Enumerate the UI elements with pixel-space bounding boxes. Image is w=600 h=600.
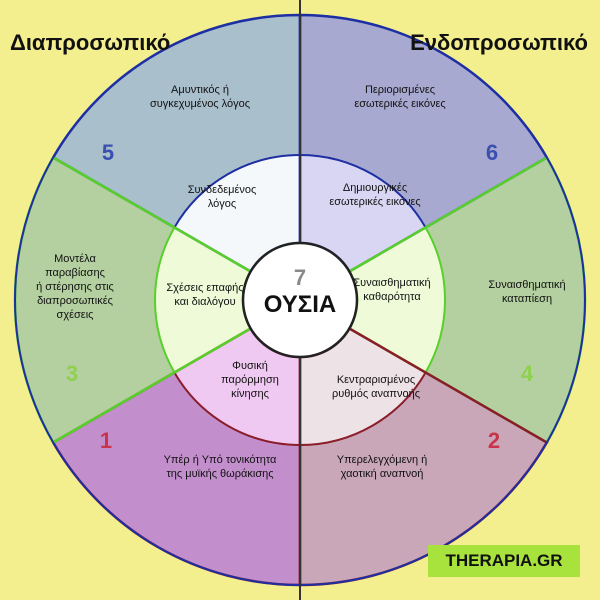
sector-number-5: 5 — [102, 140, 114, 165]
outer-label-5-line-1: Αμυντικός ή — [171, 84, 229, 96]
outer-sector-2 — [300, 372, 547, 585]
outer-label-2-line-1: Υπερελεγχόμενη ή — [337, 454, 428, 466]
outer-sector-5 — [53, 15, 301, 228]
outer-label-4-line-2: καταπίεση — [502, 293, 552, 305]
sector-number-2: 2 — [488, 428, 500, 453]
inner-label-4-line-1: Συναισθηματική — [353, 277, 430, 289]
outer-label-6-line-2: εσωτερικές εικόνες — [354, 98, 445, 110]
outer-label-1-line-1: Υπέρ ή Υπό τονικότητα — [164, 454, 277, 466]
inner-label-4-line-2: καθαρότητα — [363, 291, 421, 303]
inner-label-3-line-2: και διαλόγου — [174, 296, 235, 308]
inner-label-3-line-1: Σχέσεις επαφής — [166, 282, 243, 294]
inner-sector-5 — [174, 155, 300, 272]
outer-label-4-line-1: Συναισθηματική — [488, 279, 565, 291]
ring-divider-4 — [424, 227, 446, 373]
ring-divider-3 — [154, 227, 176, 373]
inner-label-5-line-1: Συνδεδεμένος — [188, 184, 257, 196]
outer-label-5-line-2: συγκεχυμένος λόγος — [150, 98, 250, 110]
inner-sector-4 — [349, 227, 445, 373]
inner-sector-3 — [155, 227, 251, 373]
inner-label-1-line-1: Φυσική — [232, 360, 268, 372]
outer-sector-1 — [53, 372, 301, 585]
ring-divider-1 — [173, 371, 301, 446]
header-intrapersonal: Ενδοπροσωπικό — [410, 30, 588, 55]
outer-sector-4 — [425, 157, 585, 443]
outer-label-2-line-2: χαοτική αναπνοή — [341, 468, 424, 480]
outer-label-3-line-5: σχέσεις — [57, 309, 94, 321]
inner-label-1-line-3: κίνησης — [231, 388, 269, 400]
outer-label-3-line-2: παραβίασης — [45, 267, 105, 279]
sector-number-1: 1 — [100, 428, 112, 453]
inner-label-5-line-2: λόγος — [208, 198, 236, 210]
outer-label-6-line-1: Περιορισμένες — [365, 84, 435, 96]
outer-sector-6 — [300, 15, 547, 228]
outer-label-3-line-3: ή στέρησης στις — [36, 281, 114, 293]
header-interpersonal: Διαπροσωπικό — [10, 30, 171, 55]
sector-number-6: 6 — [486, 140, 498, 165]
inner-label-2-line-1: Κεντραρισμένος — [337, 374, 415, 386]
inner-label-1-line-2: παρόρμηση — [221, 374, 279, 386]
center-circle — [241, 241, 359, 359]
brand-badge: THERAPIA.GR — [428, 545, 580, 577]
ring-divider-6 — [299, 154, 427, 229]
ring-divider-5 — [173, 154, 301, 229]
inner-label-6-line-1: Δημιουργικές — [343, 182, 407, 194]
ring-divider-2 — [299, 371, 427, 446]
sector-number-3: 3 — [66, 361, 78, 386]
inner-sector-6 — [300, 155, 426, 272]
outer-label-1-line-2: της μυϊκής θωράκισης — [166, 468, 273, 480]
inner-label-6-line-2: εσωτερικές εικόνες — [329, 196, 420, 208]
center-number: 7 — [294, 265, 306, 290]
inner-label-2-line-2: ρυθμός αναπνοής — [332, 388, 420, 400]
sector-number-4: 4 — [521, 361, 534, 386]
center-label: ΟΥΣΙΑ — [264, 291, 336, 318]
outer-sector-3 — [15, 157, 175, 443]
outer-label-3-line-4: διαπροσωπικές — [37, 295, 113, 307]
outer-label-3-line-1: Μοντέλα — [54, 253, 96, 265]
inner-sector-1 — [174, 328, 300, 445]
inner-sector-2 — [300, 328, 426, 445]
